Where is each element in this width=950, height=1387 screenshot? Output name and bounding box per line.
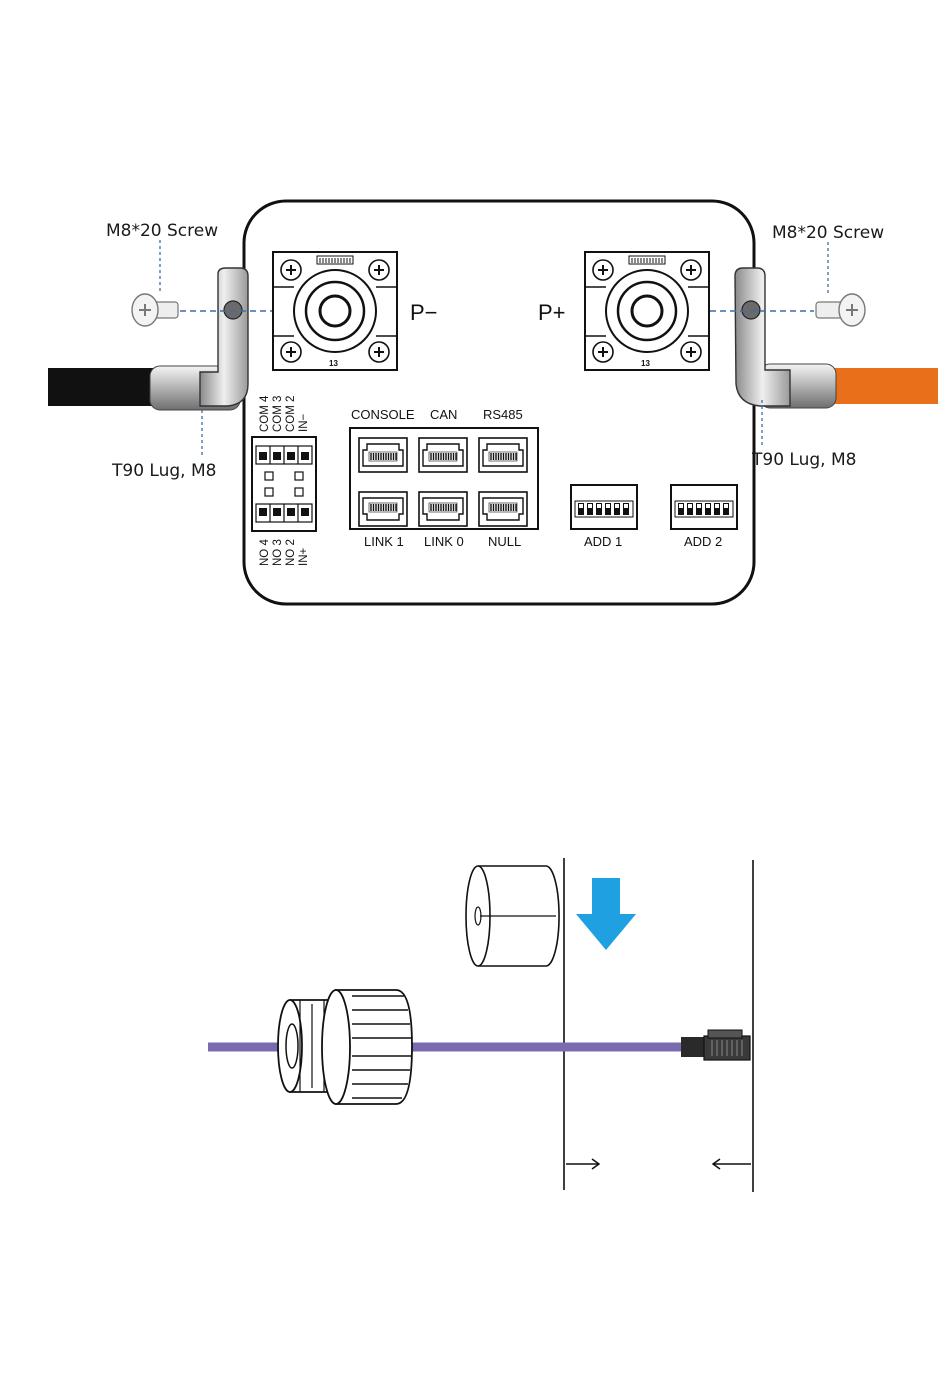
rj45-plug-icon xyxy=(681,1030,750,1060)
dry-contact-label: IN− xyxy=(298,414,310,433)
dry-contact-label: COM 4 xyxy=(259,395,271,432)
port-label-can: CAN xyxy=(430,407,457,422)
distance-arrow-left-icon xyxy=(566,1159,599,1169)
terminal-positive xyxy=(585,252,709,370)
dry-contact-label: COM 2 xyxy=(285,396,297,432)
screw-left-label: M8*20 Screw xyxy=(106,221,218,241)
screw-right-icon xyxy=(816,294,865,326)
dip-label-add2: ADD 2 xyxy=(684,534,722,549)
port-label-rs485: RS485 xyxy=(483,407,523,422)
dip-switch-2 xyxy=(671,485,737,529)
port-label-link1: LINK 1 xyxy=(364,534,404,549)
terminal-positive-stamp: 13 xyxy=(641,359,650,368)
port-console xyxy=(359,438,407,472)
black-power-cable xyxy=(48,268,248,410)
dry-contact-label: IN+ xyxy=(298,548,310,567)
screw-right-label: M8*20 Screw xyxy=(772,223,884,243)
dry-contact-label: NO 4 xyxy=(259,539,271,566)
port-can xyxy=(419,438,467,472)
port-label-link0: LINK 0 xyxy=(424,534,464,549)
lug-left-label: T90 Lug, M8 xyxy=(111,461,216,481)
ferrite-core-icon xyxy=(466,866,559,966)
comm-port-block xyxy=(350,428,538,529)
screw-left-icon xyxy=(132,294,178,326)
dry-contact-label: NO 3 xyxy=(272,539,284,566)
dip-switch-1 xyxy=(571,485,637,529)
port-rs485 xyxy=(479,438,527,472)
dry-contact-label: NO 2 xyxy=(285,539,297,566)
dry-contact-connector xyxy=(252,437,316,531)
terminal-positive-label: P+ xyxy=(538,300,566,325)
port-link1 xyxy=(359,492,407,526)
lug-right-label: T90 Lug, M8 xyxy=(751,450,856,470)
cable-gland-icon xyxy=(278,990,412,1104)
terminal-negative xyxy=(273,252,397,370)
port-null xyxy=(479,492,527,526)
port-link0 xyxy=(419,492,467,526)
terminal-negative-stamp: 13 xyxy=(329,359,338,368)
distance-arrow-right-icon xyxy=(713,1159,751,1169)
port-label-null: NULL xyxy=(488,534,521,549)
orange-power-cable xyxy=(735,268,938,408)
dry-contact-label: COM 3 xyxy=(272,396,284,432)
dip-label-add1: ADD 1 xyxy=(584,534,622,549)
down-arrow-icon xyxy=(576,878,636,950)
port-label-console: CONSOLE xyxy=(351,407,415,422)
terminal-negative-label: P− xyxy=(410,300,438,325)
